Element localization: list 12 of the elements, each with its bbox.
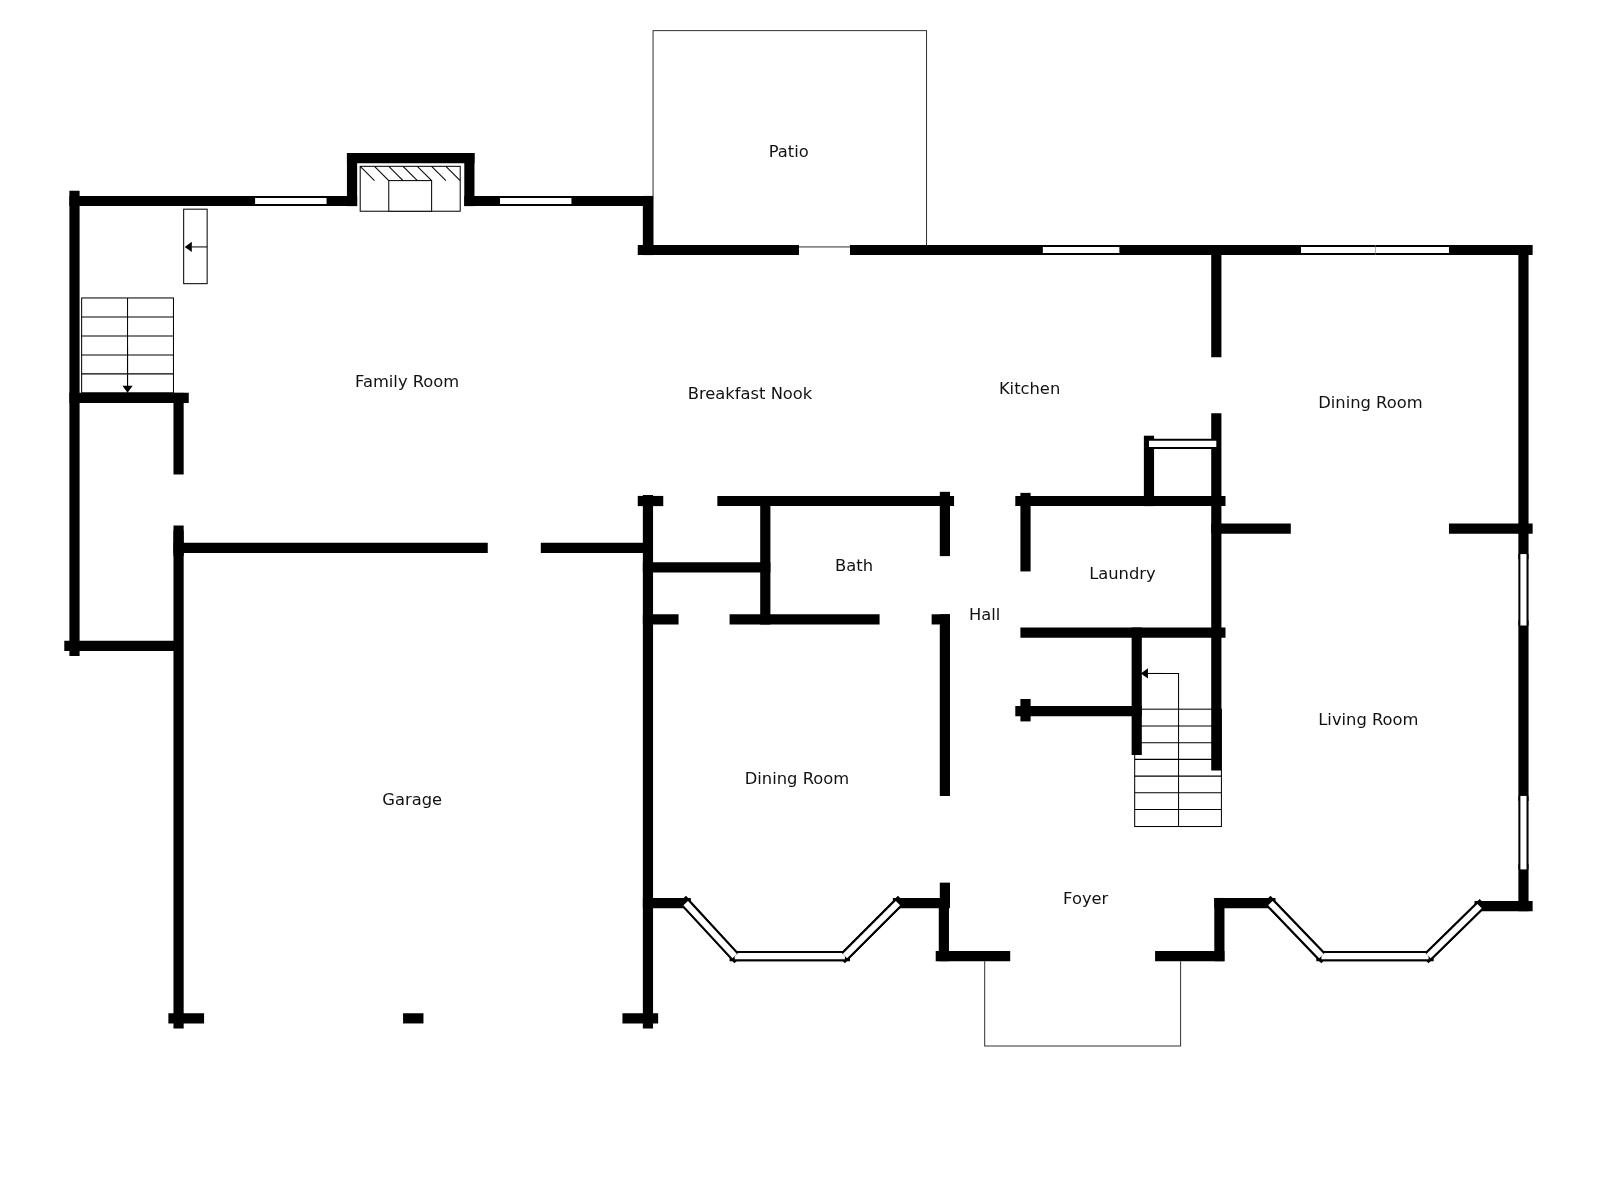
room-label: Dining Room (744, 768, 850, 789)
room-label: Patio (768, 141, 809, 161)
room-label: Hall (969, 604, 1001, 624)
room-label: Breakfast Nook (687, 384, 813, 404)
room-label: Bath (835, 555, 874, 575)
room-label: Living Room (1318, 709, 1419, 730)
room-label: Garage (382, 789, 443, 809)
room-label: Foyer (1063, 888, 1109, 908)
room-label: Kitchen (998, 379, 1061, 399)
room-label: Dining Room (1318, 392, 1423, 412)
room-label: Family Room (355, 371, 460, 392)
room-label: Laundry (1089, 563, 1156, 584)
